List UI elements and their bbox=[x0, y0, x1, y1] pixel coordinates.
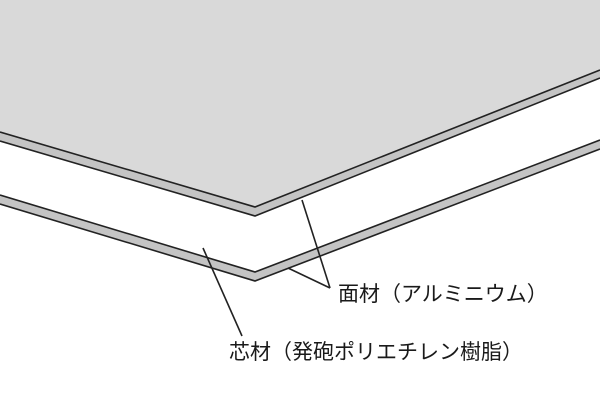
top-face-sheet bbox=[0, 0, 600, 207]
top-sheet-lower-edge-line bbox=[0, 77, 600, 217]
core-leader-line bbox=[202, 247, 243, 337]
core-material-label: 芯材（発砲ポリエチレン樹脂） bbox=[229, 340, 523, 364]
bottom-sheet-lower-edge-line bbox=[0, 148, 600, 282]
bottom-sheet-edge bbox=[0, 140, 600, 281]
top-sheet-upper-edge-line bbox=[0, 69, 600, 208]
face-leader-line-top bbox=[301, 199, 331, 289]
top-sheet-edge bbox=[0, 70, 600, 216]
bottom-sheet-upper-edge-line bbox=[0, 139, 600, 273]
face-leader-line-bottom bbox=[287, 267, 331, 289]
face-material-label: 面材（アルミニウム） bbox=[338, 282, 548, 306]
